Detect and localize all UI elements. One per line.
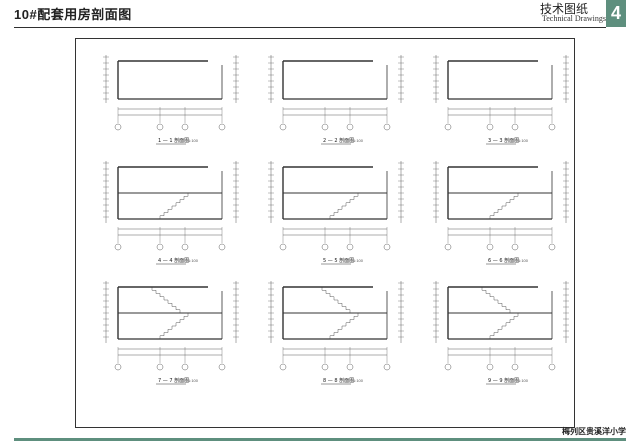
section-drawing: [103, 161, 239, 265]
section-drawing: [103, 281, 239, 385]
section-drawing: [433, 161, 569, 265]
section-label: 1 — 1 剖面图: [158, 137, 189, 144]
section-scale: 1:100: [188, 258, 199, 263]
section-drawing: [433, 55, 569, 145]
section-label: 5 — 5 剖面图: [323, 257, 354, 264]
section-scale: 1:100: [353, 258, 364, 263]
section-label: 4 — 4 剖面图: [158, 257, 189, 264]
school-name: 梅列区贵溪洋小学: [562, 427, 626, 436]
header-divider: [14, 27, 606, 28]
section-scale: 1:100: [518, 138, 529, 143]
section-label: 7 — 7 剖面图: [158, 377, 189, 384]
section-label: 8 — 8 剖面图: [323, 377, 354, 384]
section-scale: 1:100: [518, 258, 529, 263]
section-scale: 1:100: [353, 138, 364, 143]
section-scale: 1:100: [188, 378, 199, 383]
section-drawing: [268, 281, 404, 385]
section-scale: 1:100: [188, 138, 199, 143]
section-label: 2 — 2 剖面图: [323, 137, 354, 144]
header-title-cn: 技术图纸: [539, 2, 588, 16]
section-scale: 1:100: [353, 378, 364, 383]
section-label: 3 — 3 剖面图: [488, 137, 519, 144]
page-title: 10#配套用房剖面图: [14, 7, 132, 22]
section-drawing: [268, 55, 404, 145]
footer-accent-bar: [14, 438, 626, 441]
section-label: 6 — 6 剖面图: [488, 257, 519, 264]
section-scale: 1:100: [518, 378, 529, 383]
section-drawing: [103, 55, 239, 145]
section-drawing: [268, 161, 404, 265]
section-label: 9 — 9 剖面图: [488, 377, 519, 384]
page-number-badge: 4: [606, 0, 626, 27]
header-title-en: Technical Drawings: [541, 14, 606, 23]
section-drawing: [433, 281, 569, 385]
